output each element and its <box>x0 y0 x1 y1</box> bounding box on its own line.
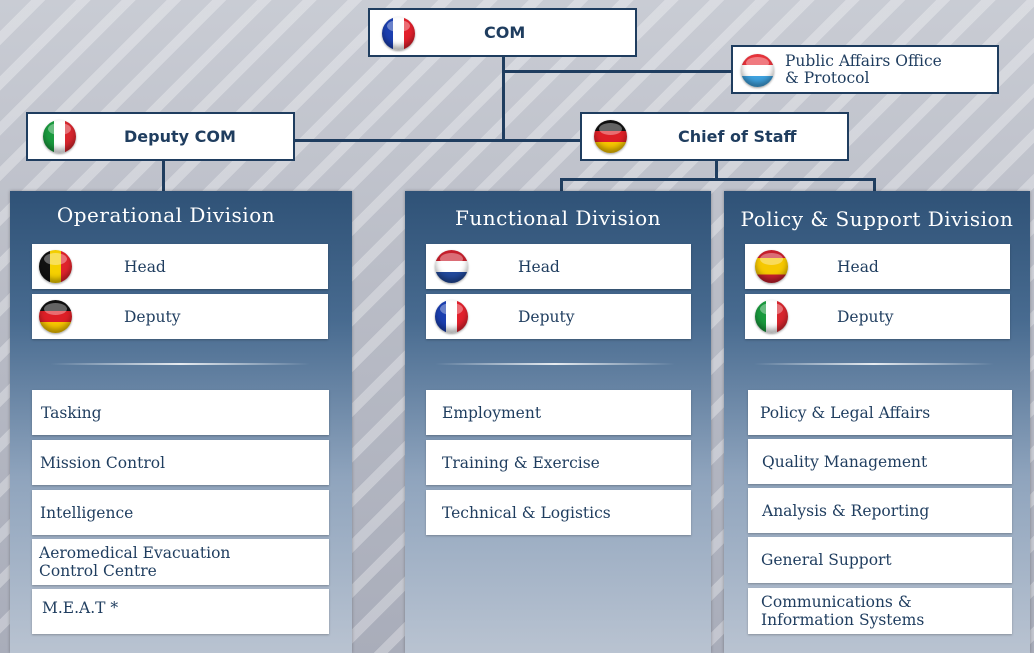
flag-germany-icon <box>594 120 627 153</box>
functional-deputy-card[interactable]: Deputy <box>426 294 691 339</box>
list-item[interactable]: Intelligence <box>32 490 329 535</box>
connector-deputy-cos <box>294 139 581 142</box>
connector-cos-branch <box>560 178 876 181</box>
list-item[interactable]: Communications & Information Systems <box>748 588 1012 634</box>
connector-functional <box>560 178 563 192</box>
flag-luxembourg-icon <box>741 54 774 87</box>
list-item[interactable]: Policy & Legal Affairs <box>748 390 1012 435</box>
policy-deputy-label: Deputy <box>837 307 894 326</box>
connector-com-down <box>502 56 505 142</box>
connector-pao <box>502 70 732 73</box>
flag-netherlands-icon <box>435 250 468 283</box>
pao-label: Public Affairs Office & Protocol <box>785 51 942 87</box>
list-item[interactable]: Tasking <box>32 390 329 435</box>
flag-italy-icon <box>755 300 788 333</box>
flag-belgium-icon <box>39 250 72 283</box>
policy-deputy-card[interactable]: Deputy <box>745 294 1010 339</box>
separator <box>50 363 310 365</box>
flag-italy-icon <box>43 120 76 153</box>
com-box[interactable]: COM <box>368 8 637 57</box>
operational-division-panel: Operational Division Head Deputy Tasking… <box>10 191 352 653</box>
chief-of-staff-label: Chief of Staff <box>678 127 797 146</box>
functional-deputy-label: Deputy <box>518 307 575 326</box>
functional-head-card[interactable]: Head <box>426 244 691 289</box>
chief-of-staff-box[interactable]: Chief of Staff <box>580 112 849 161</box>
connector-cos-down <box>715 160 718 180</box>
pao-box[interactable]: Public Affairs Office & Protocol <box>731 45 999 94</box>
list-item[interactable]: Mission Control <box>32 440 329 485</box>
list-item[interactable]: Quality Management <box>748 439 1012 484</box>
operational-deputy-card[interactable]: Deputy <box>32 294 328 339</box>
operational-head-label: Head <box>124 257 166 276</box>
operational-division-title: Operational Division <box>56 203 276 227</box>
connector-policy <box>873 178 876 192</box>
list-item[interactable]: M.E.A.T * <box>32 589 329 634</box>
policy-support-division-title: Policy & Support Division <box>740 207 1014 231</box>
separator <box>435 363 675 365</box>
deputy-com-box[interactable]: Deputy COM <box>26 112 295 161</box>
list-item[interactable]: Employment <box>426 390 691 435</box>
functional-division-panel: Functional Division Head Deputy Employme… <box>405 191 711 653</box>
list-item[interactable]: Technical & Logistics <box>426 490 691 535</box>
functional-division-title: Functional Division <box>454 206 662 230</box>
list-item[interactable]: General Support <box>748 537 1012 583</box>
com-label: COM <box>484 23 526 42</box>
policy-head-card[interactable]: Head <box>745 244 1010 289</box>
connector-deputy-down <box>162 160 165 192</box>
operational-head-card[interactable]: Head <box>32 244 328 289</box>
flag-france-icon <box>382 17 415 50</box>
list-item[interactable]: Training & Exercise <box>426 440 691 485</box>
list-item[interactable]: Analysis & Reporting <box>748 488 1012 533</box>
flag-germany-icon <box>39 300 72 333</box>
operational-deputy-label: Deputy <box>124 307 181 326</box>
deputy-com-label: Deputy COM <box>124 127 236 146</box>
separator <box>754 363 994 365</box>
flag-spain-icon <box>755 250 788 283</box>
functional-head-label: Head <box>518 257 560 276</box>
policy-head-label: Head <box>837 257 879 276</box>
flag-france-icon <box>435 300 468 333</box>
policy-support-division-panel: Policy & Support Division Head Deputy Po… <box>724 191 1030 653</box>
list-item[interactable]: Aeromedical Evacuation Control Centre <box>32 539 329 585</box>
